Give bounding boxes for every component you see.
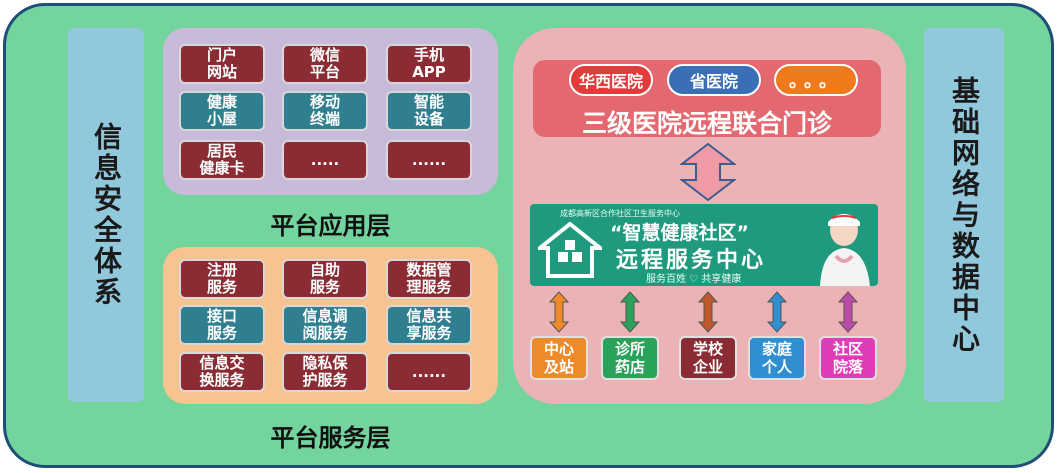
access-node: 学校 企业: [679, 336, 737, 380]
app-item: 手机 APP: [386, 44, 472, 84]
double-arrow-icon: [837, 291, 859, 333]
app-item: ......: [386, 140, 472, 180]
service-item: 接口 服务: [179, 305, 265, 345]
center-slogan: 服务百姓 ♡ 共享健康: [646, 274, 742, 285]
hospital-pill-huaxi: 华西医院: [569, 64, 653, 96]
service-layer-title: 平台服务层: [270, 424, 391, 452]
service-item: 自助 服务: [282, 259, 368, 299]
app-item: 智能 设备: [386, 91, 472, 131]
security-system-column: 信息安全体系: [68, 28, 144, 402]
hospital-pill-more: 。。。: [774, 64, 858, 96]
remote-service-center-card: 成都高新区合作社区卫生服务中心 “智慧健康社区” 远程服务中心 服务百姓 ♡ 共…: [530, 204, 878, 286]
service-item: 信息交 换服务: [179, 352, 265, 392]
double-arrow-icon: [697, 291, 719, 333]
hospital-pill-provincial: 省医院: [667, 64, 761, 96]
app-item: .....: [282, 140, 368, 180]
network-datacenter-column: 基础网络与数据中心: [924, 28, 1004, 402]
access-node: 社区 院落: [819, 336, 877, 380]
center-title-line1: “智慧健康社区”: [610, 222, 749, 244]
app-item: 健康 小屋: [179, 91, 265, 131]
service-item: 注册 服务: [179, 259, 265, 299]
connector-arrows: [548, 291, 859, 333]
double-arrow-icon: [766, 291, 788, 333]
service-item: 数据管 理服务: [386, 259, 472, 299]
access-node: 家庭 个人: [748, 336, 806, 380]
network-datacenter-label: 基础网络与数据中心: [948, 75, 981, 355]
app-item: 移动 终端: [282, 91, 368, 131]
double-arrow-icon: [619, 291, 641, 333]
app-layer-title: 平台应用层: [270, 212, 391, 240]
double-arrow-icon: [680, 142, 736, 202]
service-item: ......: [386, 352, 472, 392]
service-item: 信息共 享服务: [386, 305, 472, 345]
house-cross-icon: [538, 222, 602, 278]
hospital-title: 三级医院远程联合门诊: [581, 109, 832, 138]
double-arrow-icon: [548, 291, 570, 333]
access-node: 诊所 药店: [601, 336, 659, 380]
app-item: 微信 平台: [282, 44, 368, 84]
access-node: 中心 及站: [530, 336, 588, 380]
app-item: 居民 健康卡: [179, 140, 265, 180]
security-system-label: 信息安全体系: [90, 122, 123, 308]
service-item: 隐私保 护服务: [282, 352, 368, 392]
center-title-line2: 远程服务中心: [616, 248, 767, 273]
center-subtitle: 成都高新区合作社区卫生服务中心: [560, 209, 680, 218]
app-item: 门户 网站: [179, 44, 265, 84]
service-item: 信息调 阅服务: [282, 305, 368, 345]
nurse-figure-icon: [820, 214, 870, 286]
